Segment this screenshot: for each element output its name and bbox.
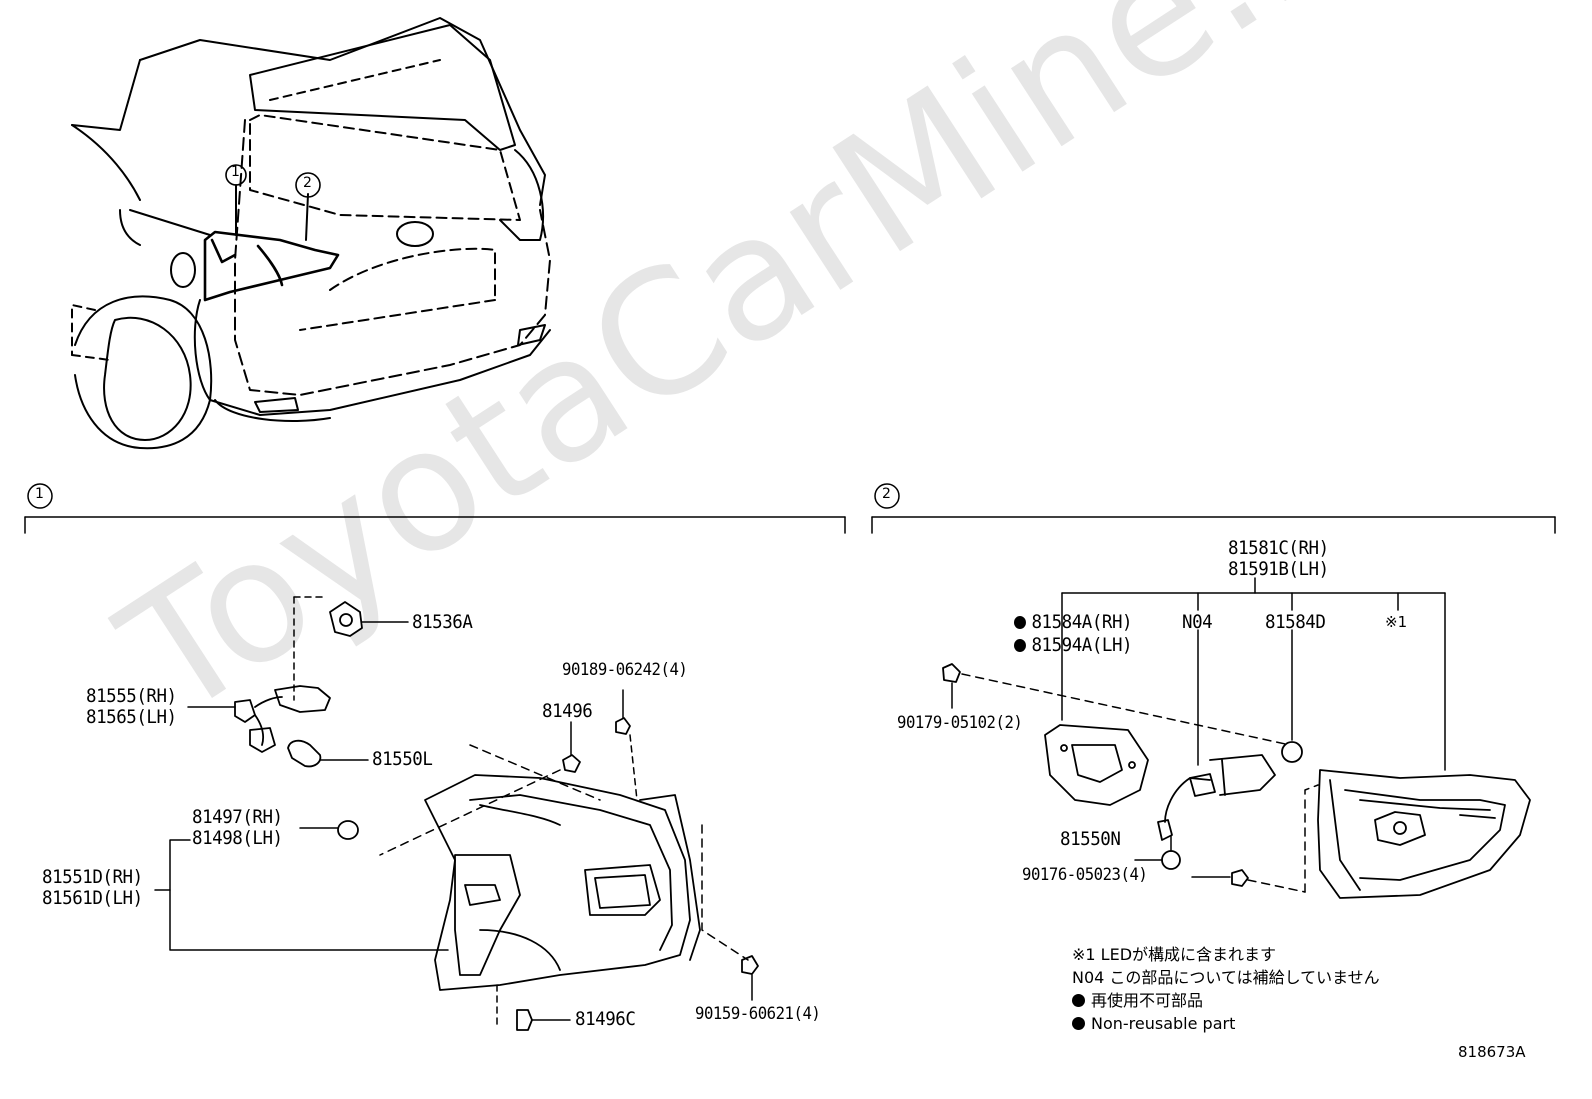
legend-nonreusable-en-text: Non-reusable part <box>1091 1014 1236 1033</box>
group1-bracket <box>24 483 846 534</box>
part-81584A-text: 81584A(RH) <box>1031 611 1133 633</box>
part-81584D[interactable]: 81584D <box>1265 611 1326 633</box>
part-81561D-lh[interactable]: 81561D(LH) <box>42 887 143 909</box>
part-90189-06242[interactable]: 90189-06242(4) <box>562 660 688 680</box>
part-81584A-rh[interactable]: 81584A(RH) <box>1014 611 1133 633</box>
part-81496[interactable]: 81496 <box>542 700 593 722</box>
part-90159-60621[interactable]: 90159-60621(4) <box>695 1004 821 1024</box>
legend-nonreusable-jp-text: 再使用不可部品 <box>1091 991 1204 1010</box>
part-n04[interactable]: N04 <box>1182 611 1213 633</box>
callout-2-section: 2 <box>882 486 891 502</box>
note1-mark: ※1 <box>1385 613 1408 631</box>
vehicle-overview <box>71 17 551 450</box>
legend-dot-jp <box>1072 994 1085 1007</box>
part-81594A-lh[interactable]: 81594A(LH) <box>1014 634 1133 656</box>
callout-2-overview: 2 <box>303 175 312 191</box>
part-81536A[interactable]: 81536A <box>412 611 473 633</box>
part-81581C-rh[interactable]: 81581C(RH) <box>1228 537 1329 559</box>
group1-parts <box>154 596 759 1031</box>
part-81551D-rh[interactable]: 81551D(RH) <box>42 866 143 888</box>
diagram-code: 818673A <box>1458 1043 1526 1061</box>
group2-parts <box>942 577 1531 899</box>
part-81591B-lh[interactable]: 81591B(LH) <box>1228 558 1329 580</box>
callout-1-overview: 1 <box>231 164 240 180</box>
non-reusable-dot <box>1014 639 1026 652</box>
part-81497-rh[interactable]: 81497(RH) <box>192 806 283 828</box>
part-81555-rh[interactable]: 81555(RH) <box>86 685 177 707</box>
callout-1-section: 1 <box>35 486 44 502</box>
part-81496C[interactable]: 81496C <box>575 1008 636 1030</box>
part-81498-lh[interactable]: 81498(LH) <box>192 827 283 849</box>
group2-bracket <box>871 483 1556 534</box>
legend-dot-en <box>1072 1017 1085 1030</box>
legend-n04: N04 この部品については補給していません <box>1072 968 1380 987</box>
legend-nonreusable-jp: 再使用不可部品 <box>1072 990 1203 1012</box>
part-81550L[interactable]: 81550L <box>372 748 433 770</box>
part-81550N[interactable]: 81550N <box>1060 828 1121 850</box>
part-81565-lh[interactable]: 81565(LH) <box>86 706 177 728</box>
part-81594A-text: 81594A(LH) <box>1031 634 1133 656</box>
non-reusable-dot <box>1014 616 1026 629</box>
part-90179-05102[interactable]: 90179-05102(2) <box>897 713 1023 733</box>
legend-nonreusable-en: Non-reusable part <box>1072 1013 1235 1035</box>
part-90176-05023[interactable]: 90176-05023(4) <box>1022 865 1148 885</box>
legend-note1: ※1 LEDが構成に含まれます <box>1072 945 1277 964</box>
